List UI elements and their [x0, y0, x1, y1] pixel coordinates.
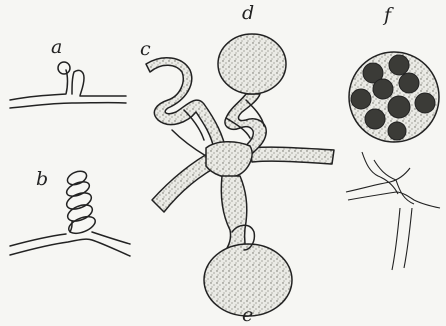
label-e: e — [242, 306, 253, 325]
stage-b-drawing — [10, 169, 130, 256]
label-a: a — [51, 38, 62, 57]
label-c: c — [140, 40, 151, 59]
label-b: b — [36, 170, 48, 189]
label-f: f — [384, 6, 391, 25]
stage-cde-drawing — [146, 34, 334, 316]
stage-a-drawing — [10, 62, 126, 108]
stage-f-drawing — [346, 52, 440, 270]
label-d: d — [242, 4, 254, 23]
